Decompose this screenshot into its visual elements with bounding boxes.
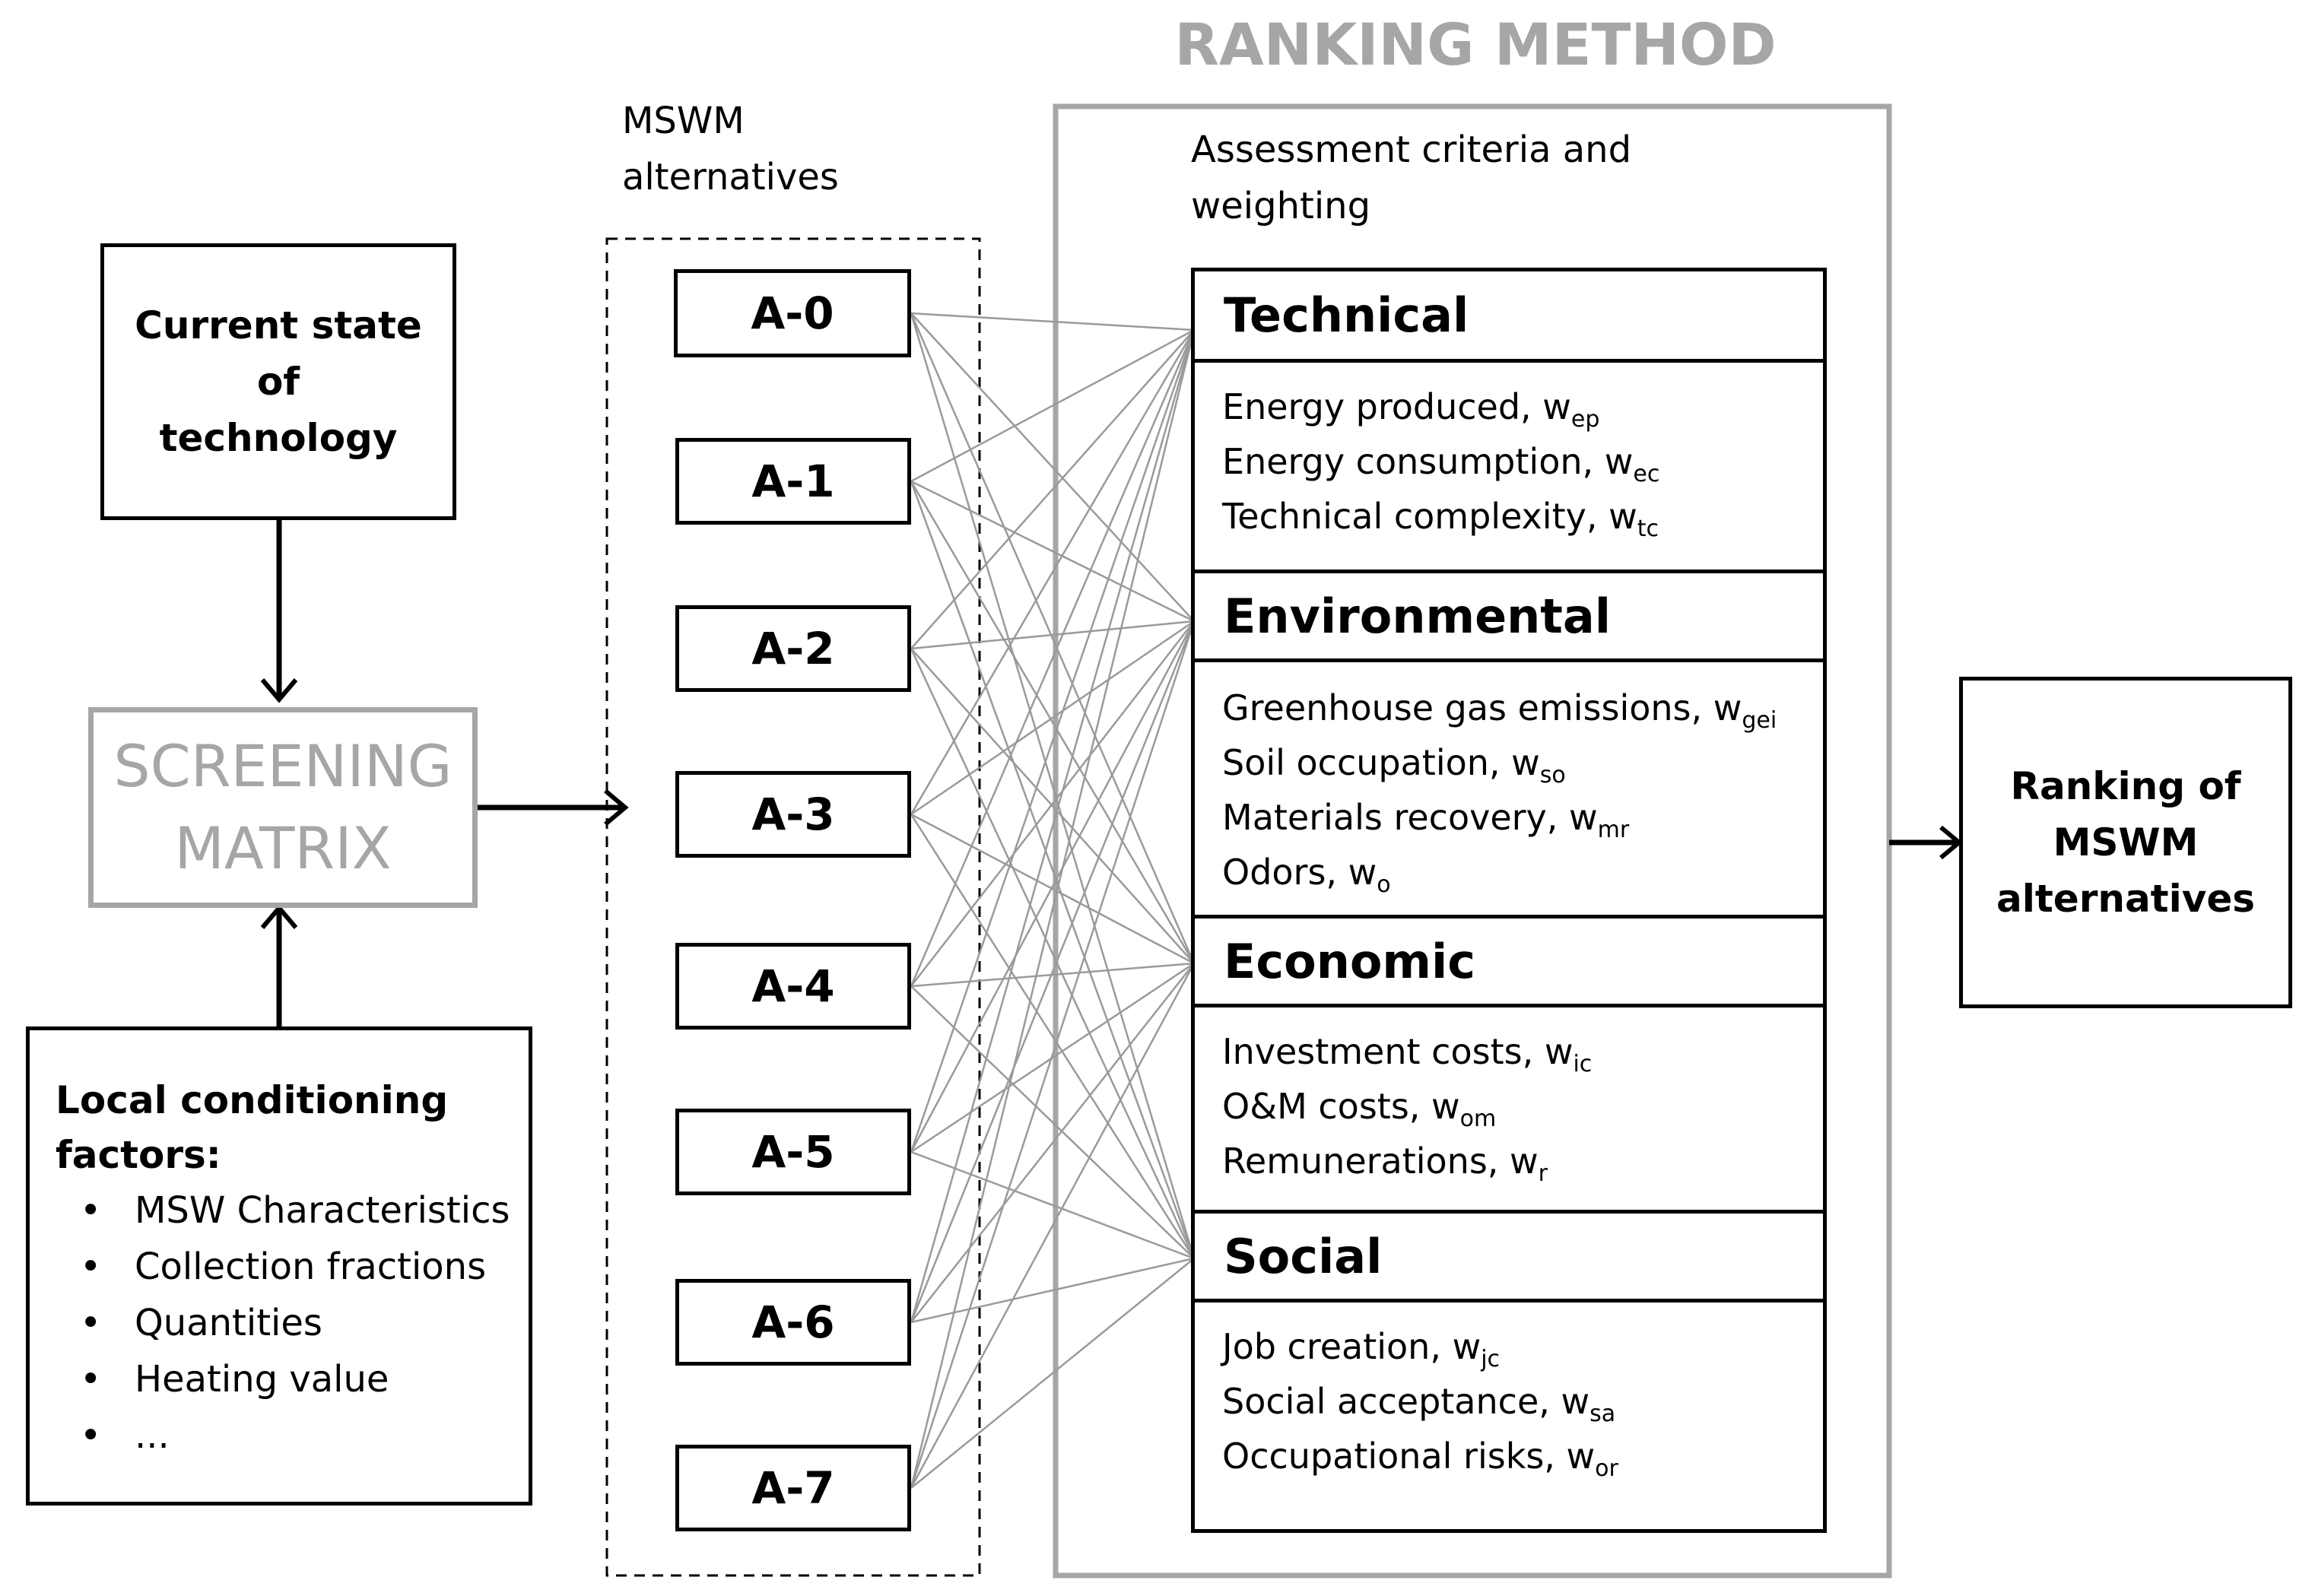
criterion-item: Occupational risks, wor (1222, 1436, 1618, 1482)
connector-line (910, 329, 1196, 815)
criterion-technical-items: Energy produced, wep Energy consumption,… (1222, 379, 1815, 544)
connector-line (910, 1258, 1195, 1489)
connector-line (910, 313, 1196, 1259)
factor-item: Quantities (56, 1295, 529, 1351)
criterion-environmental-header: Environmental (1195, 570, 1823, 662)
connector-line (910, 329, 1196, 1323)
criterion-social-title: Social (1224, 1228, 1383, 1284)
criterion-social-header: Social (1195, 1210, 1823, 1303)
connector-line (910, 329, 1196, 1489)
connector-line (910, 1150, 1195, 1260)
criterion-environmental-title: Environmental (1224, 588, 1611, 644)
criterion-item: Technical complexity, wtc (1222, 496, 1659, 542)
factor-item: MSW Characteristics (56, 1182, 529, 1239)
criterion-technical-header: Technical (1195, 271, 1823, 363)
local-factors-heading: Local conditioning factors: (56, 1078, 449, 1177)
criterion-technical-title: Technical (1224, 287, 1469, 343)
connector-line (910, 328, 1195, 483)
alternative-a0: A-0 (674, 269, 911, 357)
connector-line (910, 985, 1195, 1259)
criterion-item: Materials recovery, wmr (1222, 797, 1630, 843)
current-state-box: Current state of technology (100, 243, 456, 520)
factor-item: Collection fractions (56, 1239, 529, 1295)
connector-line (910, 963, 1195, 1323)
connector-line (910, 620, 1195, 987)
alternative-a2: A-2 (675, 605, 911, 692)
factor-item: Heating value (56, 1351, 529, 1407)
connector-line (910, 963, 1196, 1489)
criterion-environmental-items: Greenhouse gas emissions, wgei Soil occu… (1222, 681, 1815, 900)
connector-line (910, 648, 1196, 1259)
criteria-panel: Technical Energy produced, wep Energy co… (1191, 268, 1827, 1533)
local-factors-list: MSW Characteristics Collection fractions… (56, 1182, 529, 1464)
criteria-label: Assessment criteria and weighting (1191, 129, 1632, 227)
criterion-economic-header: Economic (1195, 915, 1823, 1007)
ranking-result-box: Ranking of MSWM alternatives (1959, 677, 2292, 1008)
alternative-a4: A-4 (675, 943, 911, 1030)
connector-line (910, 620, 1195, 816)
criterion-economic-items: Investment costs, wic O&M costs, wom Rem… (1222, 1024, 1815, 1188)
criterion-item: Soil occupation, wso (1222, 742, 1566, 788)
connector-line (910, 813, 1195, 965)
connector-line (910, 480, 1195, 623)
criterion-item: Social acceptance, wsa (1222, 1381, 1616, 1427)
connector-line (910, 329, 1196, 1153)
connector-line (910, 313, 1196, 964)
connector-line (910, 620, 1196, 1153)
alternatives-dashed-frame (605, 237, 981, 1577)
criterion-item: Energy produced, wep (1222, 386, 1600, 433)
screening-label-line2: MATRIX (174, 814, 392, 882)
connector-line (910, 312, 1195, 332)
alternative-a6: A-6 (675, 1279, 911, 1366)
criterion-item: Odors, wo (1222, 852, 1391, 898)
criterion-item: Energy consumption, wec (1222, 441, 1660, 487)
alternatives-label: MSWM alternatives (622, 100, 839, 198)
connector-line (910, 481, 1196, 964)
ranking-method-title: RANKING METHOD (1174, 10, 1777, 78)
criterion-item: Greenhouse gas emissions, wgei (1222, 687, 1777, 734)
factor-item: ... (56, 1407, 529, 1464)
connector-line (910, 1257, 1195, 1324)
alternative-a5: A-5 (675, 1109, 911, 1195)
alternative-a3: A-3 (675, 771, 911, 858)
criterion-social-items: Job creation, wjc Social acceptance, wsa… (1222, 1319, 1815, 1483)
criterion-item: O&M costs, wom (1222, 1086, 1497, 1132)
connector-line (910, 329, 1195, 649)
criterion-item: Investment costs, wic (1222, 1031, 1593, 1077)
connector-line (910, 481, 1196, 1259)
connector-line (910, 313, 1195, 622)
screening-label-line1: SCREENING (113, 732, 453, 800)
current-state-label: Current state of technology (135, 303, 422, 460)
connector-line (910, 620, 1196, 1323)
connector-line (910, 620, 1195, 650)
alternative-criteria-connections (910, 312, 1196, 1489)
connector-line (910, 329, 1196, 987)
alternative-a7: A-7 (675, 1445, 911, 1531)
criterion-item: Remunerations, wr (1222, 1141, 1548, 1187)
connector-line (910, 962, 1195, 988)
alternative-a1: A-1 (675, 438, 911, 525)
connector-line (910, 814, 1196, 1259)
local-factors-box: Local conditioning factors: MSW Characte… (26, 1026, 532, 1506)
criterion-item: Job creation, wjc (1222, 1326, 1501, 1372)
connector-line (910, 620, 1196, 1489)
connector-line (910, 648, 1195, 964)
screening-matrix-box: SCREENING MATRIX (88, 707, 478, 908)
criterion-economic-title: Economic (1224, 933, 1476, 989)
ranking-result-label: Ranking of MSWM alternatives (1996, 764, 2255, 921)
